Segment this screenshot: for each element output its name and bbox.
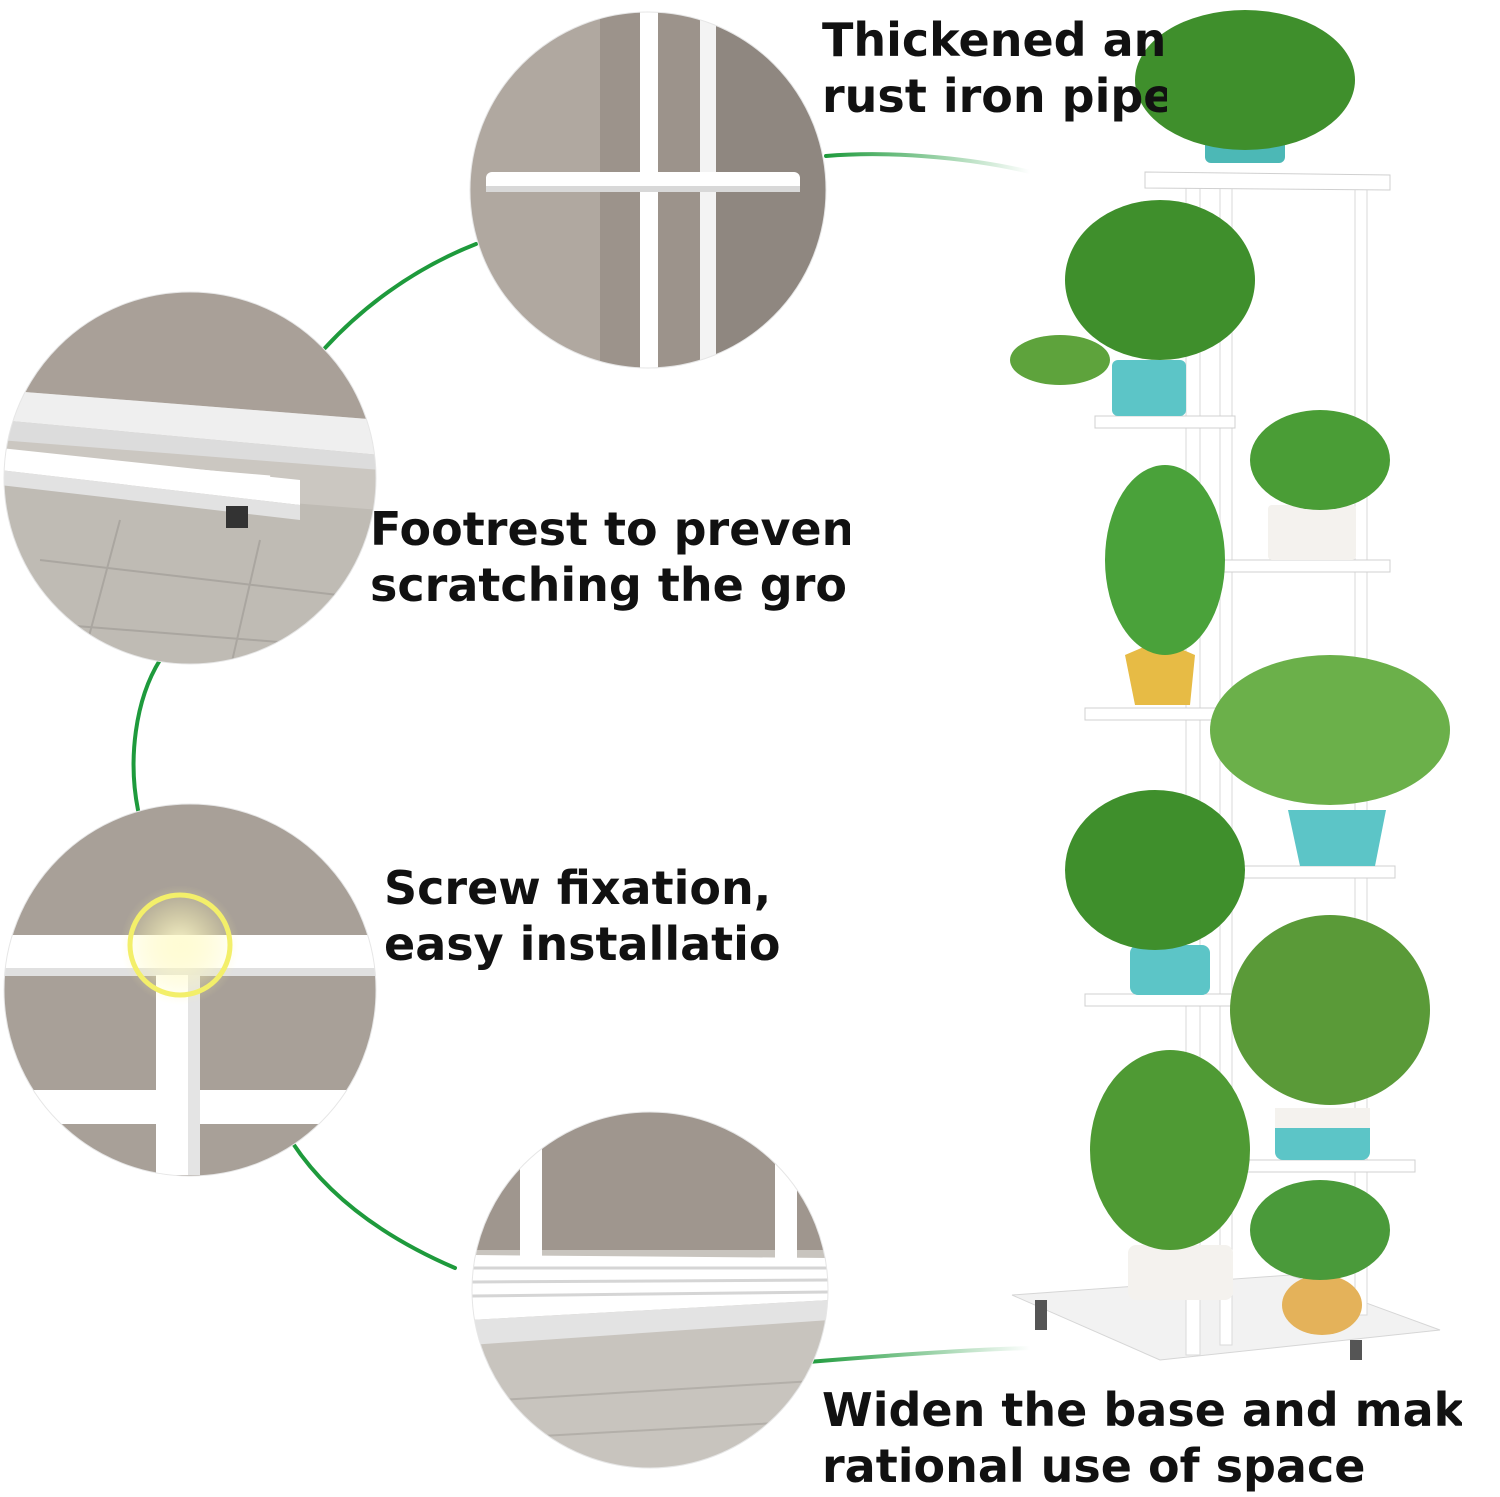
feature-line: Widen the base and make (822, 1383, 1462, 1437)
feature-line: Thickened anti (822, 13, 1167, 67)
feature-line: Screw fixation, (384, 861, 772, 915)
plant-stand (1010, 10, 1450, 1361)
zoom-screw-fixation (4, 804, 376, 1176)
feature-line: rational use of space (822, 1439, 1366, 1493)
feature-line: rust iron pipe (822, 69, 1167, 123)
feature-footrest-text: Footrest to prevent scratching the grour (370, 501, 850, 613)
feature-screw-fixation-text: Screw fixation, easy installation (384, 860, 784, 972)
feature-thickened-pipe-text: Thickened anti rust iron pipe (822, 12, 1167, 124)
zoom-pipe-joint (470, 12, 826, 368)
zoom-footrest (4, 292, 376, 664)
feature-wide-base-text: Widen the base and make rational use of … (822, 1382, 1462, 1494)
feature-line: scratching the grour (370, 558, 850, 612)
feature-line: easy installation (384, 917, 784, 971)
connector-lines (131, 152, 1032, 1364)
feature-line: Footrest to prevent (370, 502, 850, 556)
